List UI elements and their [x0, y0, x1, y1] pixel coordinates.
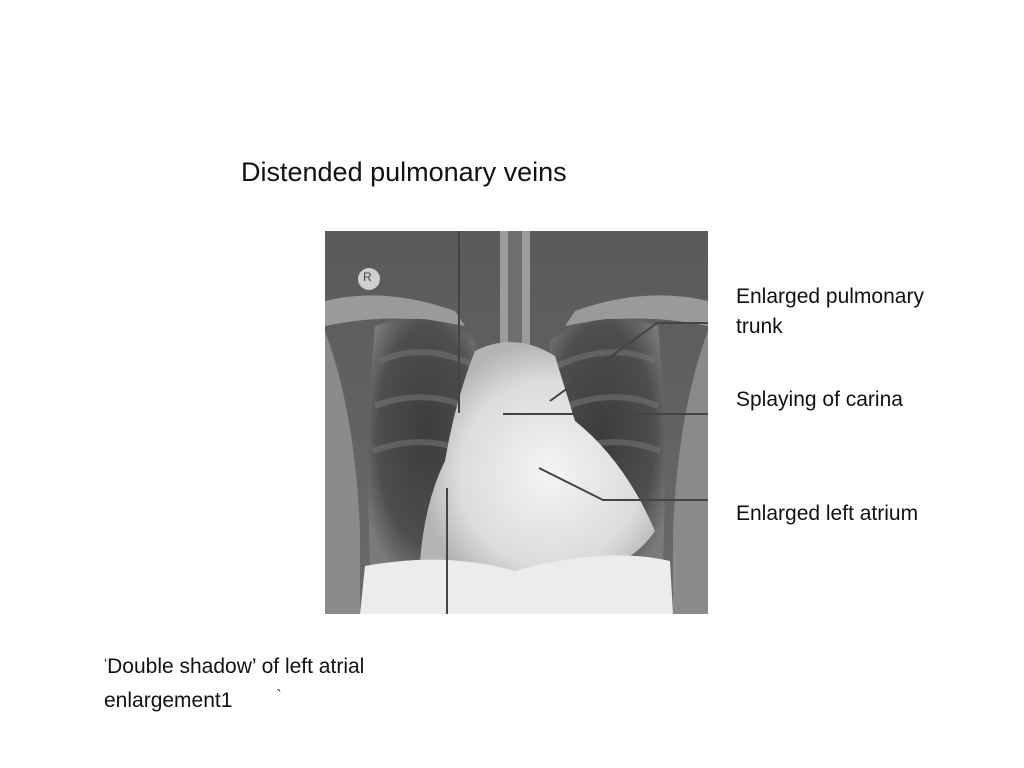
xray-side-marker: R — [363, 270, 372, 284]
double-shadow-line1: Double shadow’ of left atrial — [107, 655, 365, 678]
chest-xray-image — [325, 231, 708, 614]
label-double-shadow: ‘Double shadow’ of left atrial enlargeme… — [104, 648, 364, 716]
label-splaying-of-carina: Splaying of carina — [736, 388, 903, 411]
open-quote: ‘ — [104, 655, 108, 671]
label-enlarged-left-atrium: Enlarged left atrium — [736, 502, 919, 525]
double-shadow-line2: enlargement1 — [104, 689, 233, 712]
slide-title: Distended pulmonary veins — [241, 157, 567, 187]
label-enlarged-pulmonary-trunk: Enlarged pulmonary trunk — [736, 285, 924, 338]
stray-tick-mark: ` — [276, 688, 282, 705]
